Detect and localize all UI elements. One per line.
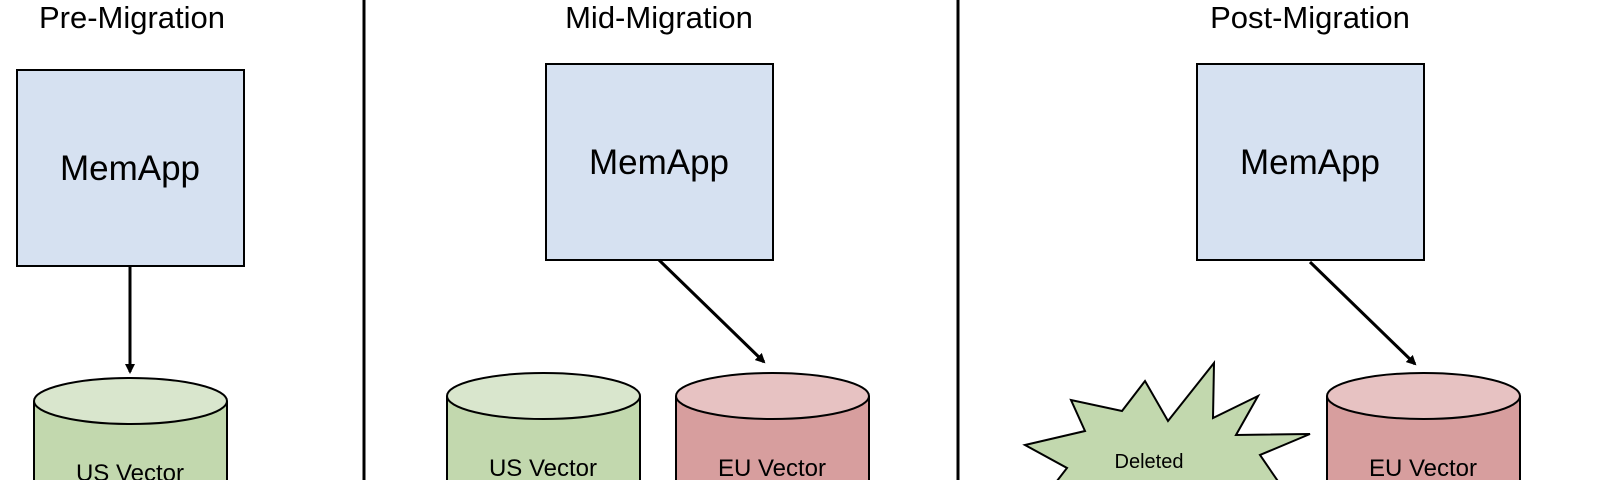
memapp-label-pre: MemApp — [60, 149, 200, 188]
panel-title-post: Post-Migration — [1210, 0, 1410, 35]
us-vector-db-mid: US Vector — [446, 372, 641, 480]
db-label-us-mid: US Vector — [489, 455, 597, 480]
db-body — [1326, 396, 1521, 480]
arrow-mid — [657, 258, 766, 364]
db-top — [33, 377, 228, 425]
memapp-label-mid: MemApp — [589, 143, 729, 182]
panel-post-migration: Post-Migration MemApp Deleted EU Vector — [1022, 0, 1521, 480]
deleted-burst: Deleted — [1022, 360, 1311, 480]
memapp-label-post: MemApp — [1240, 143, 1380, 182]
eu-vector-db-post: EU Vector — [1326, 372, 1521, 480]
db-label-us-pre: US Vector — [76, 460, 184, 480]
deleted-label: Deleted — [1115, 451, 1184, 473]
panel-title-pre: Pre-Migration — [39, 0, 225, 35]
db-top — [446, 372, 641, 420]
eu-vector-db-mid: EU Vector — [675, 372, 870, 480]
memapp-box-pre — [16, 69, 245, 267]
db-top — [675, 372, 870, 420]
db-top — [1326, 372, 1521, 420]
db-label-eu-mid: EU Vector — [718, 455, 826, 480]
memapp-box-post — [1196, 63, 1425, 261]
panel-pre-migration: Pre-Migration MemApp US Vector — [16, 0, 245, 480]
explosion-icon — [1022, 360, 1311, 480]
db-body — [446, 396, 641, 480]
db-body — [675, 396, 870, 480]
us-vector-db-pre: US Vector — [33, 377, 228, 480]
arrow-post — [1308, 260, 1417, 366]
db-label-eu-post: EU Vector — [1369, 455, 1477, 480]
panel-title-mid: Mid-Migration — [565, 0, 753, 35]
panel-mid-migration: Mid-Migration MemApp US Vector EU Vector — [446, 0, 870, 480]
